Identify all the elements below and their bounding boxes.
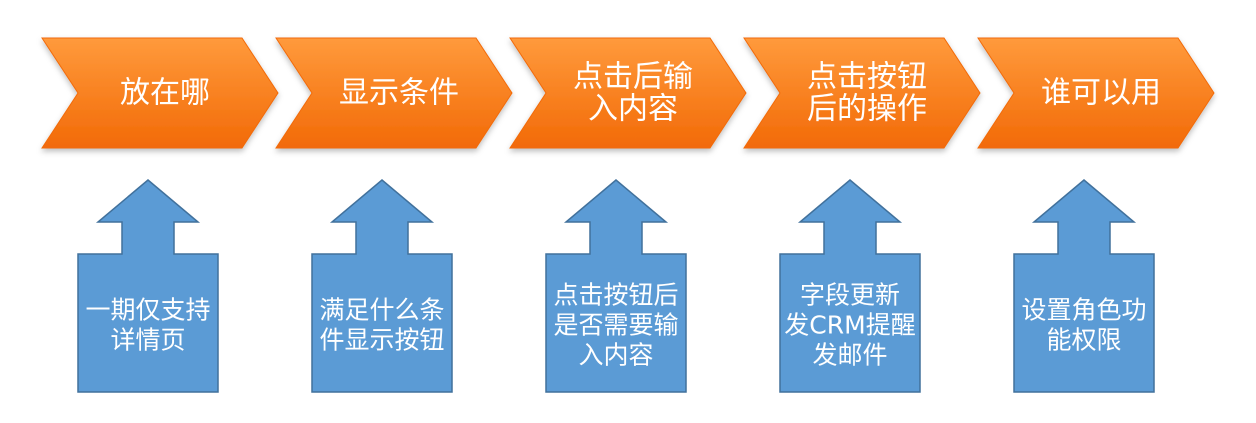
chevron-shape [509,37,747,149]
step-chevron-5: 谁可以用 [977,37,1215,149]
chevron-shape [743,37,981,149]
chevron-shape [977,37,1215,149]
step-note-3-line-2: 是否需要输 [553,311,678,340]
step-note-5-line-1: 设置角色功 [1021,296,1146,325]
step-note-4-line-3: 发邮件 [812,341,887,370]
callout-arrow-shape [779,179,921,393]
step-chevron-1: 放在哪 [41,37,279,149]
step-note-2-line-2: 件显示按钮 [319,326,444,355]
callout-arrow-shape [77,179,219,393]
step-note-5-line-2: 能权限 [1046,326,1121,355]
step-title-5-line-1: 谁可以用 [1041,76,1161,111]
step-title-4-line-2: 后的操作 [807,92,927,127]
step-note-4-line-1: 字段更新 [800,281,900,310]
callout-arrow-shape [311,179,453,393]
step-note-1-line-1: 一期仅支持 [85,296,210,325]
step-note-2-line-1: 满足什么条 [319,296,444,325]
step-title-2-line-1: 显示条件 [339,76,459,111]
step-title-3-line-2: 入内容 [588,92,678,127]
callout-row: 一期仅支持详情页满足什么条件显示按钮点击按钮后是否需要输入内容字段更新发CRM提… [77,179,1155,393]
chevron-shape [41,37,279,149]
callout-arrow-shape [1013,179,1155,393]
step-title-4-line-1: 点击按钮 [807,60,927,95]
step-note-1-line-2: 详情页 [110,326,185,355]
step-title-3-line-1: 点击后输 [573,60,693,95]
step-note-3-line-1: 点击按钮后 [553,281,678,310]
callout-arrow-shape [545,179,687,393]
step-note-4-line-2: 发CRM提醒 [784,311,915,340]
step-title-1-line-1: 放在哪 [120,76,210,111]
step-chevron-2: 显示条件 [275,37,513,149]
step-note-3-line-3: 入内容 [578,341,653,370]
chevron-shape [275,37,513,149]
chevron-row: 放在哪显示条件点击后输入内容点击按钮后的操作谁可以用 [41,37,1215,149]
